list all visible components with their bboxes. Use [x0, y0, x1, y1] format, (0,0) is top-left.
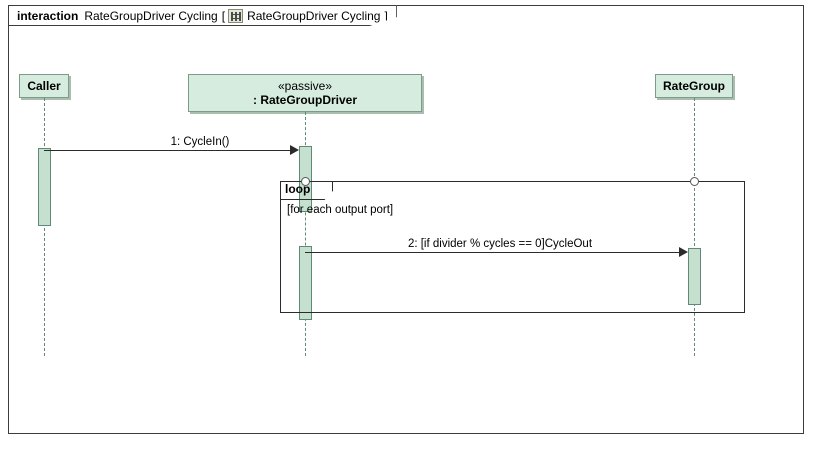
lifeline-caller [44, 98, 45, 356]
combined-fragment-guard: [for each output port] [287, 204, 394, 216]
lifeline-head-rategroup[interactable]: RateGroup [655, 74, 733, 98]
lifeline-rategroupdriver [305, 112, 306, 356]
lifeline-stereotype-rategroupdriver: «passive» [277, 78, 333, 93]
frame-bracket-close: ] [384, 8, 388, 23]
message-arrowhead-2 [679, 247, 688, 257]
message-line-2[interactable] [305, 252, 681, 253]
message-arrowhead-1 [290, 145, 299, 155]
gate-circle-rategroupdriver [301, 177, 310, 186]
frame-keyword: interaction [17, 8, 79, 23]
message-label-1: 1: CycleIn() [170, 136, 230, 148]
sequence-diagram-icon [228, 8, 244, 23]
frame-diagram-name: RateGroupDriver Cycling [247, 8, 381, 23]
message-label-2: 2: [if divider % cycles == 0]CycleOut [407, 238, 593, 250]
frame-bracket-open: [ [221, 8, 226, 23]
interaction-frame-header: interaction RateGroupDriver Cycling [ Ra… [8, 5, 397, 26]
message-line-1[interactable] [44, 150, 296, 151]
combined-fragment-loop [280, 181, 745, 313]
lifeline-rategroup [694, 98, 695, 356]
frame-title: RateGroupDriver Cycling [84, 8, 218, 23]
lifeline-head-rategroupdriver[interactable]: «passive» : RateGroupDriver [188, 74, 422, 112]
lifeline-head-caller[interactable]: Caller [19, 74, 69, 98]
lifeline-name-rategroupdriver: : RateGroupDriver [252, 92, 358, 107]
lifeline-name-rategroup: RateGroup [662, 78, 725, 93]
activation-rategroup[interactable] [688, 248, 701, 305]
gate-circle-rategroup [690, 177, 699, 186]
activation-caller[interactable] [38, 148, 51, 226]
lifeline-name-caller: Caller [27, 78, 61, 93]
activation-rategroupdriver-2[interactable] [299, 246, 312, 320]
